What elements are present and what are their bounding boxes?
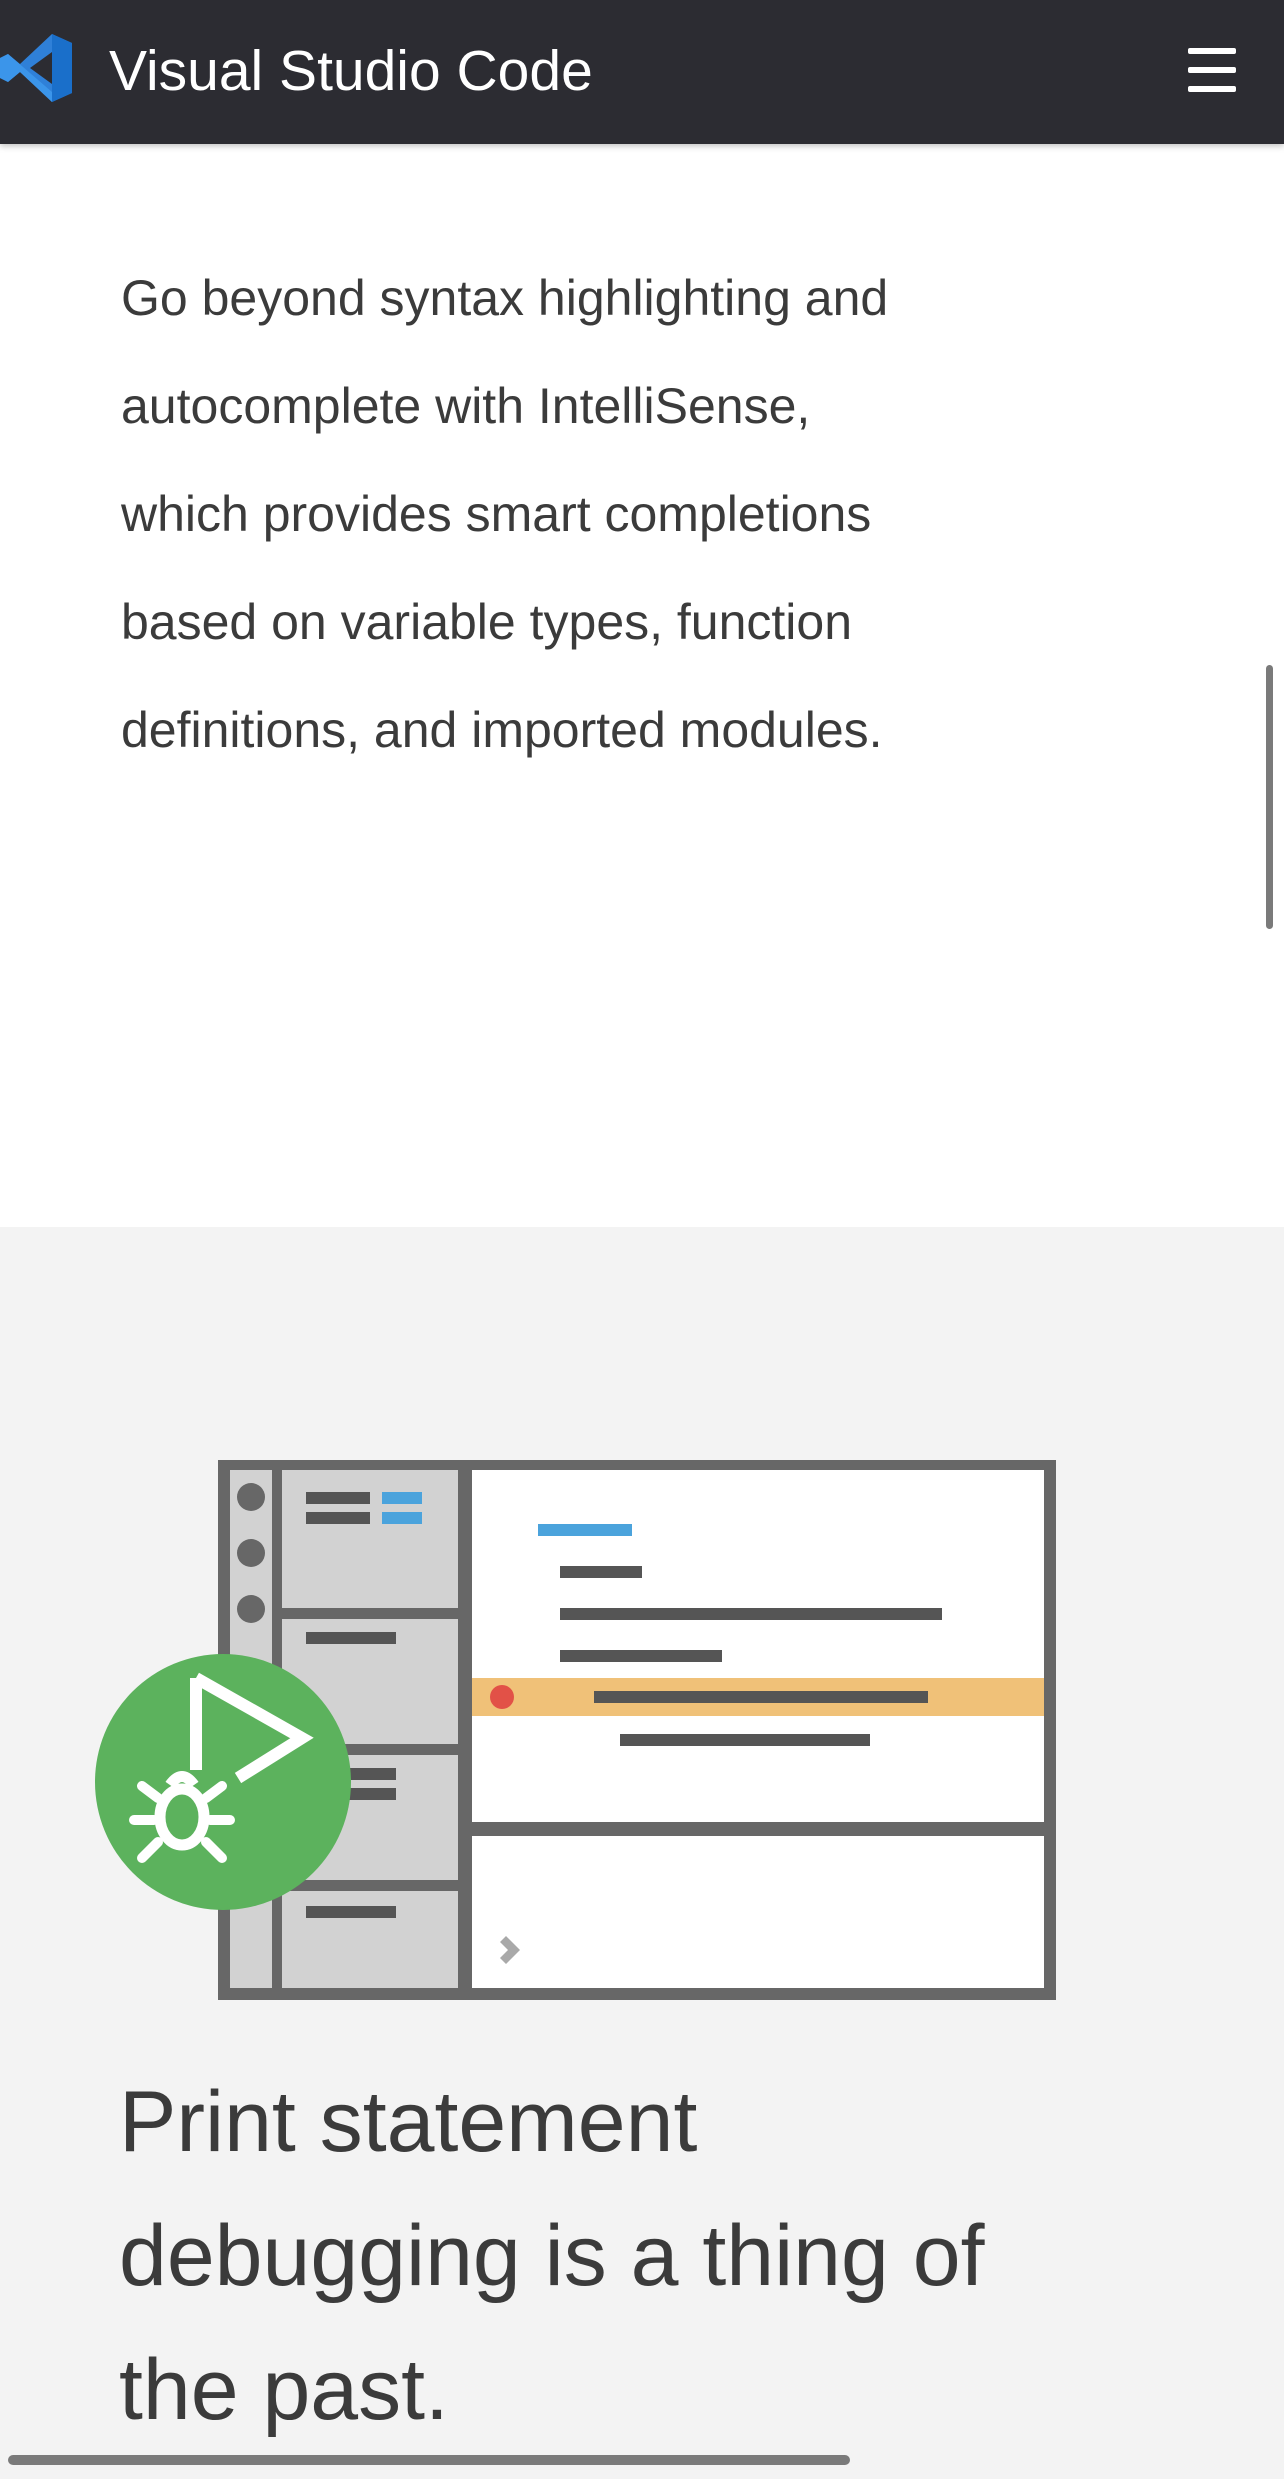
debugger-illustration-icon	[95, 1460, 1056, 2000]
top-nav-bar: Visual Studio Code	[0, 0, 1284, 144]
intellisense-description: Go beyond syntax highlighting and autoco…	[121, 270, 889, 758]
vertical-scrollbar[interactable]	[1266, 665, 1273, 929]
site-title[interactable]: Visual Studio Code	[109, 39, 593, 103]
hamburger-menu-icon[interactable]	[1182, 40, 1242, 100]
debugging-headline: Print statement debugging is a thing of …	[119, 2074, 985, 2438]
intellisense-section: Go beyond syntax highlighting and autoco…	[0, 144, 1284, 1227]
vscode-logo-icon[interactable]	[0, 30, 74, 106]
debugging-section: Print statement debugging is a thing of …	[0, 1227, 1284, 2479]
run-debug-icon	[95, 1654, 351, 1910]
horizontal-scrollbar[interactable]	[8, 2455, 850, 2465]
